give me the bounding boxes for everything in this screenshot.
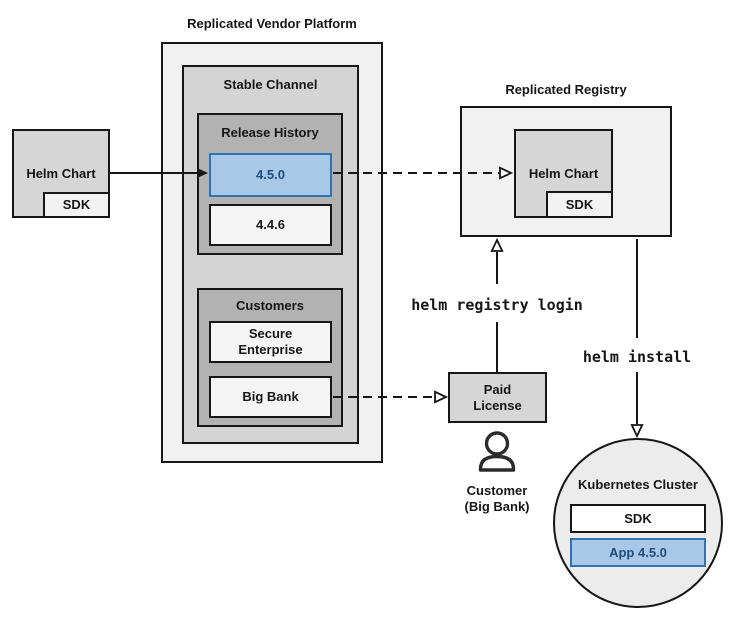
customer-name-label: Secure Enterprise: [238, 326, 303, 357]
customers-label: Customers: [236, 298, 304, 313]
source-sdk-label: SDK: [62, 197, 91, 213]
customer-name-label: Big Bank: [242, 389, 299, 405]
release-version-label: 4.4.6: [256, 217, 285, 233]
source-helm-chart-label: Helm Chart: [26, 165, 96, 181]
registry-sdk-box: SDK: [546, 191, 613, 218]
helm-registry-login-command: helm registry login: [411, 296, 583, 314]
customer-caption: Customer (Big Bank): [464, 483, 530, 514]
customer-item-big-bank: Big Bank: [209, 376, 332, 418]
paid-license-label: Paid License: [473, 381, 522, 413]
release-version-label: 4.5.0: [256, 167, 285, 183]
helm-install-command: helm install: [582, 348, 692, 366]
source-sdk-box: SDK: [43, 192, 110, 218]
customer-item-secure-enterprise: Secure Enterprise: [209, 321, 332, 363]
release-item-450: 4.5.0: [209, 153, 332, 197]
stable-channel-label: Stable Channel: [223, 77, 318, 92]
registry-sdk-label: SDK: [565, 196, 594, 212]
cluster-app-label: App 4.5.0: [609, 544, 667, 560]
vendor-platform-title: Replicated Vendor Platform: [187, 16, 357, 31]
paid-license-box: Paid License: [448, 372, 547, 423]
registry-to-cluster-arrow: [630, 239, 644, 439]
cluster-sdk-box: SDK: [570, 504, 706, 533]
registry-helm-chart-label: Helm Chart: [528, 165, 599, 181]
customer-icon: [478, 431, 516, 472]
cluster-app-box: App 4.5.0: [570, 538, 706, 567]
release-history-label: Release History: [221, 125, 319, 140]
kubernetes-cluster-title: Kubernetes Cluster: [578, 477, 698, 492]
cluster-sdk-label: SDK: [624, 510, 652, 526]
release-item-446: 4.4.6: [209, 204, 332, 246]
registry-title: Replicated Registry: [505, 82, 627, 97]
